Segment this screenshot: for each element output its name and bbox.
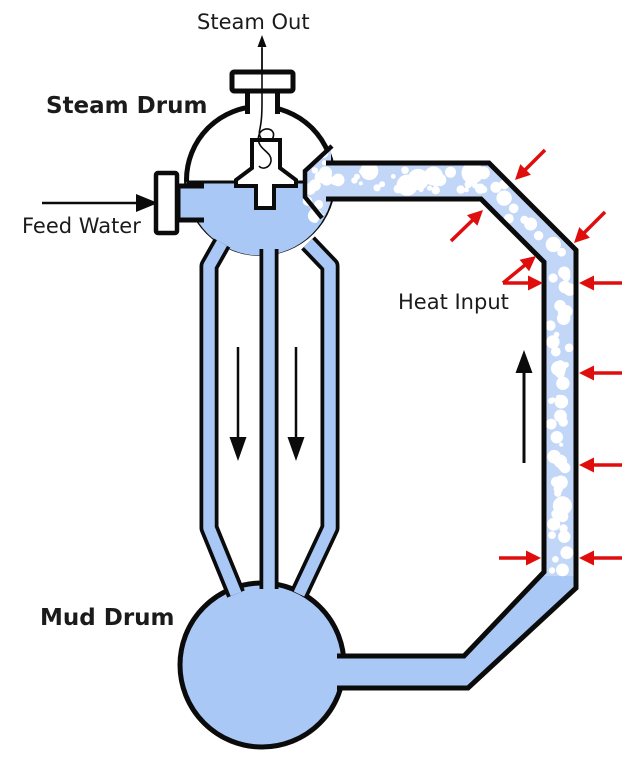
downcomer-pipe-right	[290, 236, 340, 599]
label-steam-drum: Steam Drum	[46, 93, 207, 119]
downcomer-flow-arrow-icon	[229, 347, 247, 461]
heat-input-arrow-icon	[449, 210, 483, 243]
pipe-walls	[302, 144, 579, 691]
feed-water-flange	[153, 170, 180, 236]
bubble	[548, 273, 558, 283]
bubble	[550, 431, 563, 444]
bubble	[445, 166, 456, 178]
downcomer-flow-arrow-icon	[287, 347, 305, 461]
mud-drum-shell	[177, 580, 347, 750]
steam-drum-water	[186, 182, 334, 256]
bubble	[311, 167, 318, 174]
bubble	[373, 184, 381, 192]
bubble	[490, 181, 502, 193]
bubble	[427, 185, 433, 191]
bubble	[314, 200, 324, 209]
bubble	[433, 173, 447, 187]
steam-separator	[234, 138, 298, 210]
bubble	[401, 166, 409, 175]
heat-input-arrow-icon	[579, 457, 622, 473]
heat-input-arrow-icon	[515, 148, 547, 180]
feed-nozzle-neck	[175, 183, 204, 223]
feed-water-nozzle	[153, 170, 204, 236]
bubble	[548, 531, 556, 539]
bubble	[554, 409, 567, 423]
bubble	[390, 174, 396, 179]
bubble	[358, 181, 363, 186]
bubble	[475, 183, 486, 194]
bubble	[554, 394, 569, 409]
riser-inner-wall	[326, 196, 547, 659]
label-mud-drum: Mud Drum	[40, 605, 175, 631]
bubble	[431, 186, 440, 195]
label-feed-water: Feed Water	[22, 214, 141, 238]
bubble	[559, 524, 568, 533]
heat-input-arrow-icon	[574, 210, 607, 243]
heat-input-arrow-icon	[499, 550, 541, 566]
heat-input-arrow-icon	[579, 365, 622, 381]
riser-outer-wall	[326, 160, 579, 691]
inlet-baffle	[302, 144, 334, 220]
bubble	[556, 311, 571, 325]
bubble	[558, 280, 572, 294]
bubble	[464, 180, 472, 189]
bubble	[552, 556, 559, 563]
bubble	[553, 484, 563, 494]
riser-flow-arrow-icon	[515, 350, 533, 463]
feed-water-arrow-icon	[42, 194, 158, 212]
bubble	[367, 166, 378, 176]
bubble	[560, 546, 574, 560]
bubble	[456, 185, 465, 194]
bubble	[554, 510, 564, 520]
bubble	[559, 442, 564, 447]
bubble	[545, 418, 557, 430]
heat-input-arrow-icon	[579, 550, 622, 566]
bubble	[556, 376, 570, 390]
bubble	[551, 346, 561, 357]
bubble	[359, 168, 365, 175]
flow-arrows	[42, 35, 533, 463]
downcomer-pipes	[199, 236, 340, 599]
bubble	[524, 217, 538, 231]
heat-input-arrow-icon	[503, 275, 543, 291]
riser-pipe	[326, 163, 576, 688]
bubble	[379, 181, 386, 188]
bubble	[407, 168, 429, 191]
bubble	[418, 187, 424, 193]
bubble	[321, 160, 327, 166]
mud-drum	[177, 580, 347, 750]
bubble	[547, 517, 561, 531]
bubble	[496, 190, 512, 206]
label-heat-input: Heat Input	[398, 290, 509, 314]
bubble	[558, 530, 571, 543]
bubble	[461, 162, 484, 184]
label-steam-out: Steam Out	[197, 10, 310, 34]
bubble	[555, 368, 565, 379]
steam-swirl-line	[257, 48, 275, 169]
bubble	[536, 232, 543, 240]
bubble	[545, 320, 556, 331]
bubble	[559, 462, 571, 474]
bubble	[463, 187, 469, 193]
steam-bubbles	[302, 147, 576, 577]
bubble	[546, 335, 560, 349]
steam-water-mixture-zone	[326, 163, 576, 576]
bubble	[556, 563, 569, 577]
bubble	[548, 397, 555, 404]
bubble	[564, 343, 574, 353]
downcomer-pipe-left	[199, 238, 245, 598]
heat-input-arrows	[449, 148, 622, 566]
bubble	[557, 247, 566, 257]
heat-input-arrow-icon	[579, 275, 622, 291]
bubble	[548, 567, 556, 574]
bubble	[562, 273, 571, 282]
heat-input-arrow-icon	[501, 256, 536, 285]
steam-out-arrow-icon	[257, 35, 267, 72]
bubble	[545, 236, 561, 253]
bubble	[477, 166, 490, 180]
bubble	[508, 203, 519, 214]
bubble	[353, 173, 360, 180]
